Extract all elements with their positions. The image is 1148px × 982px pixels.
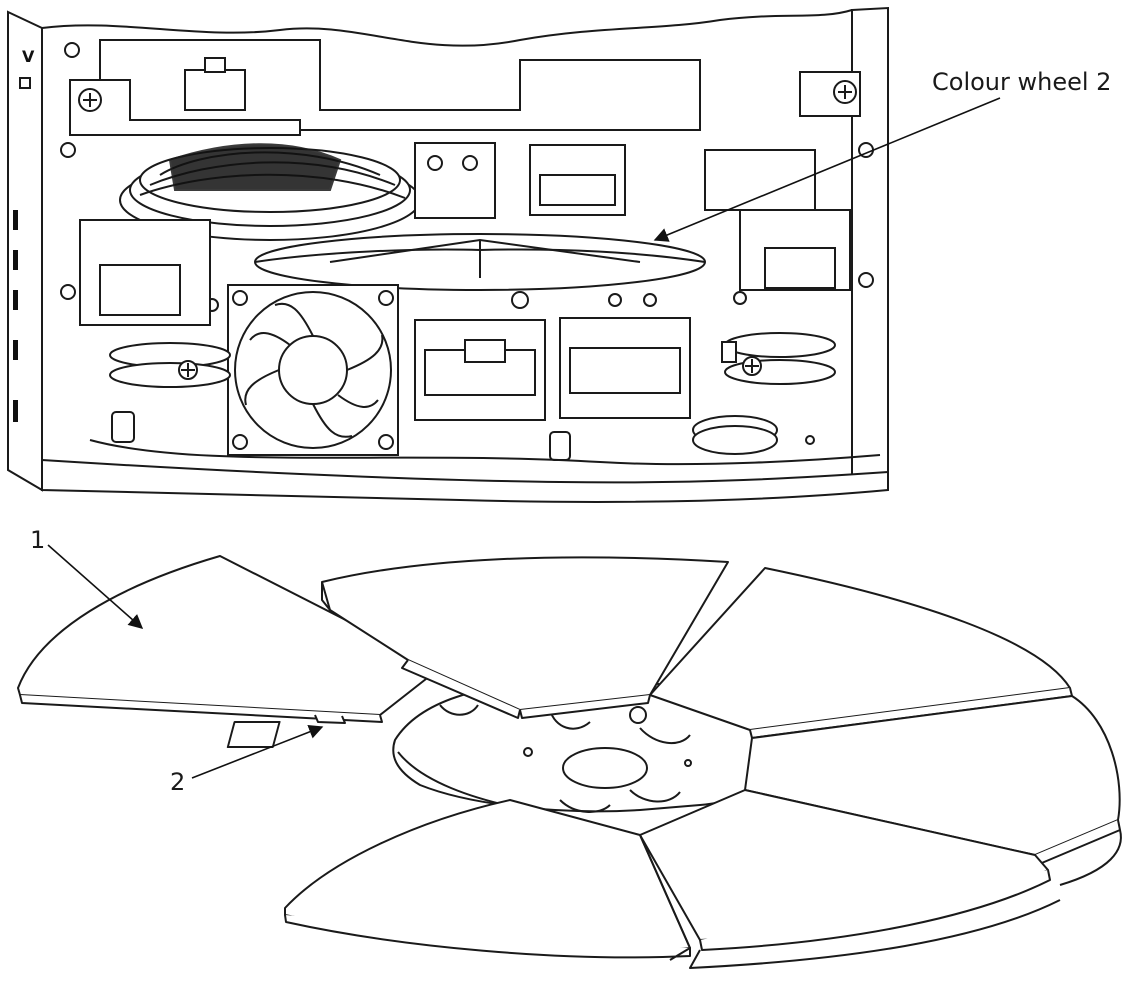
callout-2-arrow [191,725,324,779]
svg-text:V: V [22,47,35,66]
motor-right-top [704,149,816,211]
callout-1-arrow [47,544,144,629]
colour-wheel-2 [254,233,706,291]
hub-center-hole [562,747,648,789]
colour-wheel-arrow [653,97,1001,242]
exploded-wheel [17,555,1122,969]
side-slots [13,210,18,422]
callout-1-label: 1 [30,526,46,554]
chassis-floor [41,458,889,503]
segment-1 [17,555,441,716]
segment-top-right [649,567,1071,731]
fixture-interior: V [7,6,889,503]
fan [227,284,399,456]
bracket-left [69,79,301,136]
screws [60,142,874,445]
center-mount [414,142,496,219]
chassis-top-edge [41,9,853,47]
colour-wheel-label: Colour wheel 2 [932,68,1112,96]
segment-top [321,556,729,711]
callout-2-label: 2 [170,768,186,796]
